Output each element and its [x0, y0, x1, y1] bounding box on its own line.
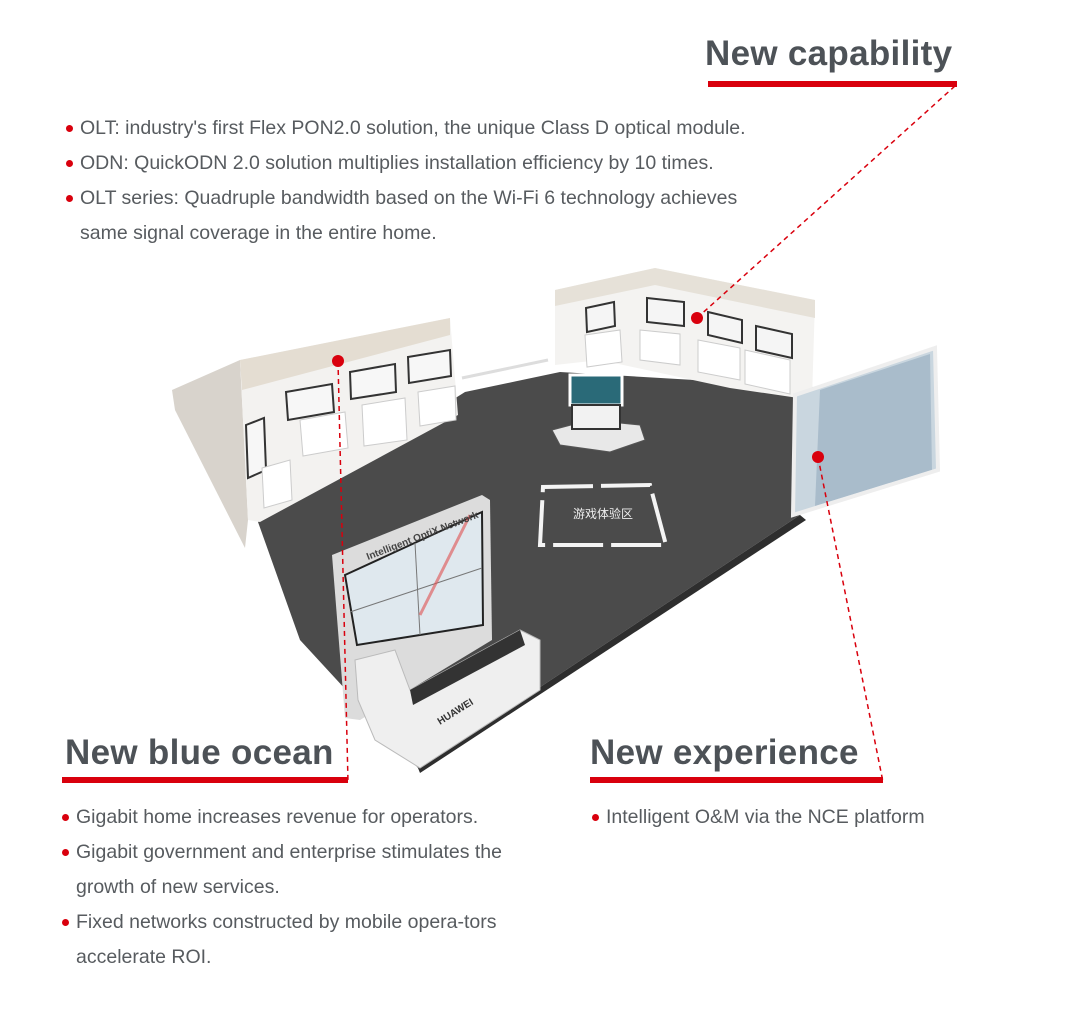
blue-ocean-list: Gigabit home increases revenue for opera…: [62, 800, 552, 975]
bullet-icon: [62, 919, 69, 926]
railing: [461, 358, 549, 380]
back-wall-counters: [584, 329, 791, 395]
list-item: OLT: industry's first Flex PON2.0 soluti…: [66, 111, 886, 146]
videowall-grid-h: [349, 567, 483, 613]
left-wall-screens: [244, 348, 453, 480]
bullet-icon: [62, 814, 69, 821]
center-kiosk-screen-top: [568, 373, 624, 407]
floor-shadow: [418, 515, 806, 773]
experience-list: Intelligent O&M via the NCE platform: [592, 800, 1032, 835]
list-item: ODN: QuickODN 2.0 solution multiplies in…: [66, 146, 886, 181]
front-kiosk-counter: [354, 629, 541, 769]
list-item: Gigabit government and enterprise stimul…: [62, 835, 552, 905]
left-wall-counters: [261, 385, 457, 509]
videowall-red-streak: [418, 514, 472, 616]
hotspot-blue-ocean[interactable]: [332, 355, 344, 367]
bullet-icon: [62, 849, 69, 856]
front-kiosk-desk: [410, 630, 525, 705]
hotspot-capability[interactable]: [691, 312, 703, 324]
right-display-frame: [790, 345, 941, 518]
game-zone-label: 游戏体验区: [573, 506, 633, 521]
list-item: OLT series: Quadruple bandwidth based on…: [66, 181, 770, 251]
bullet-icon: [66, 160, 73, 167]
list-item: Gigabit home increases revenue for opera…: [62, 800, 552, 835]
left-wall-outer: [172, 360, 248, 548]
capability-underline: [708, 81, 957, 87]
list-item: Intelligent O&M via the NCE platform: [592, 800, 1032, 835]
center-kiosk-screen: [571, 404, 621, 430]
capability-list: OLT: industry's first Flex PON2.0 soluti…: [66, 111, 886, 251]
left-wall-header: [240, 318, 450, 390]
experience-underline: [590, 777, 883, 783]
blue-ocean-heading: New blue ocean: [65, 733, 334, 772]
bullet-icon: [66, 125, 73, 132]
back-wall-header: [555, 268, 815, 318]
experience-heading: New experience: [590, 733, 859, 772]
front-kiosk-videowall: [343, 510, 485, 647]
blue-ocean-underline: [62, 777, 348, 783]
game-zone-marker: [537, 482, 669, 547]
hotspot-experience[interactable]: [812, 451, 824, 463]
back-wall-screens: [584, 296, 793, 360]
bullet-icon: [66, 195, 73, 202]
leader-lines: [337, 85, 956, 783]
right-display-image: [815, 354, 932, 506]
capability-heading: New capability: [705, 34, 953, 73]
list-item: Fixed networks constructed by mobile ope…: [62, 905, 552, 975]
bullet-icon: [592, 814, 599, 821]
